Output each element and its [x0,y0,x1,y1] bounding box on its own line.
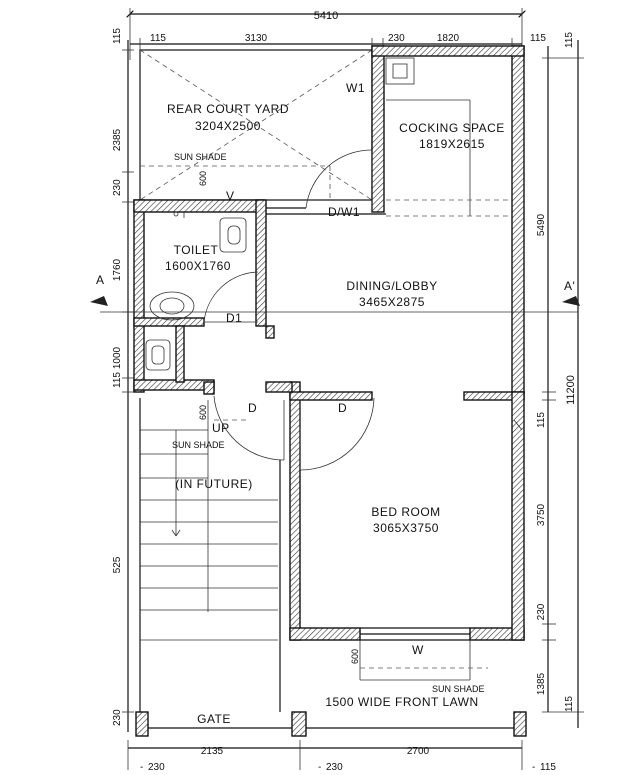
toilet-name: TOILET [174,243,219,257]
dim-left-115-mid: 115 [112,372,123,388]
bottom-dimensions: 2135 2700 230 230 115 - - - [127,740,556,773]
label-600-window: 600 [350,649,360,664]
dim-top-230: 230 [388,33,405,44]
dim-left-1760: 1760 [112,258,123,281]
rear-court-yard-size: 3204X2500 [195,119,261,133]
gate-lawn [135,640,527,737]
dim-right-1385: 1385 [536,672,547,695]
svg-text:-: - [140,762,143,773]
dim-right-115-mid: 115 [536,412,547,428]
dim-left-525: 525 [112,556,123,573]
svg-text:-: - [318,762,321,773]
cooking-space-size: 1819X2615 [419,137,485,151]
dim-bottom-230-mid: 230 [326,762,343,773]
dim-bottom-2700: 2700 [407,746,430,757]
dim-right-230: 230 [536,603,547,620]
dim-right-115-top: 115 [564,32,575,48]
label-in-future: (IN FUTURE) [175,477,253,491]
bed-room-size: 3065X3750 [373,521,439,535]
staircase [139,398,281,712]
dim-bottom-230-left: 230 [148,762,165,773]
label-gate: GATE [197,712,231,726]
dim-left-115-top: 115 [112,28,123,44]
dim-right-5490: 5490 [536,213,547,236]
room-labels: REAR COURT YARD 3204X2500 COCKING SPACE … [165,102,505,709]
dim-top-1820: 1820 [437,33,460,44]
dim-right-115-bottom: 115 [564,696,575,712]
label-d-right: D [338,401,347,415]
label-d1: D1 [226,311,242,325]
label-w1: W1 [346,81,365,95]
label-section-a-right: A' [564,279,575,293]
dim-top-115-right: 115 [530,33,546,44]
section-a-left-icon [90,296,108,306]
label-d-left: D [248,401,257,415]
label-dw1: D/W1 [328,205,360,219]
cooking-space-name: COCKING SPACE [399,121,505,135]
dim-left-2385: 2385 [112,128,123,151]
dining-lobby-name: DINING/LOBBY [346,279,437,293]
dim-left-1000: 1000 [112,346,123,369]
dim-top-115-left: 115 [150,33,166,44]
dim-right-3750: 3750 [536,503,547,526]
label-600-top: 600 [198,171,208,186]
dim-top-total: 5410 [314,10,338,22]
label-sun-shade-top: SUN SHADE [174,152,227,162]
toilet-size: 1600X1760 [165,259,231,273]
section-markers [90,296,580,306]
doors [203,149,375,471]
annotation-labels: W1 D/W1 V D1 D D W UP (IN FUTURE) SUN SH… [96,81,575,726]
label-600-stair: 600 [198,405,208,420]
label-sun-shade-bottom: SUN SHADE [432,684,485,694]
left-dimensions: 115 2385 230 1760 1000 115 525 230 [112,28,134,732]
dim-bottom-2135: 2135 [201,746,224,757]
rear-court-yard-name: REAR COURT YARD [167,102,289,116]
dining-lobby-size: 3465X2875 [359,295,425,309]
right-dimensions: 115 5490 11200 115 3750 230 1385 115 [536,32,584,728]
bed-room-name: BED ROOM [371,505,440,519]
dim-top-3130: 3130 [245,33,268,44]
label-up: UP [212,421,230,435]
label-sun-shade-stair: SUN SHADE [172,440,225,450]
dim-right-11200: 11200 [565,375,577,405]
walls [100,45,578,641]
top-dimensions: 5410 115 3130 230 1820 115 [130,8,546,60]
label-v: V [226,189,235,203]
label-section-a-left: A [96,273,105,287]
dim-left-230: 230 [112,179,123,196]
front-lawn-label: 1500 WIDE FRONT LAWN [325,695,478,709]
svg-text:-: - [532,762,535,773]
label-w: W [412,643,424,657]
dim-bottom-115-right: 115 [540,762,556,773]
section-a-right-icon [562,296,580,306]
dim-left-230-bottom: 230 [112,709,123,726]
